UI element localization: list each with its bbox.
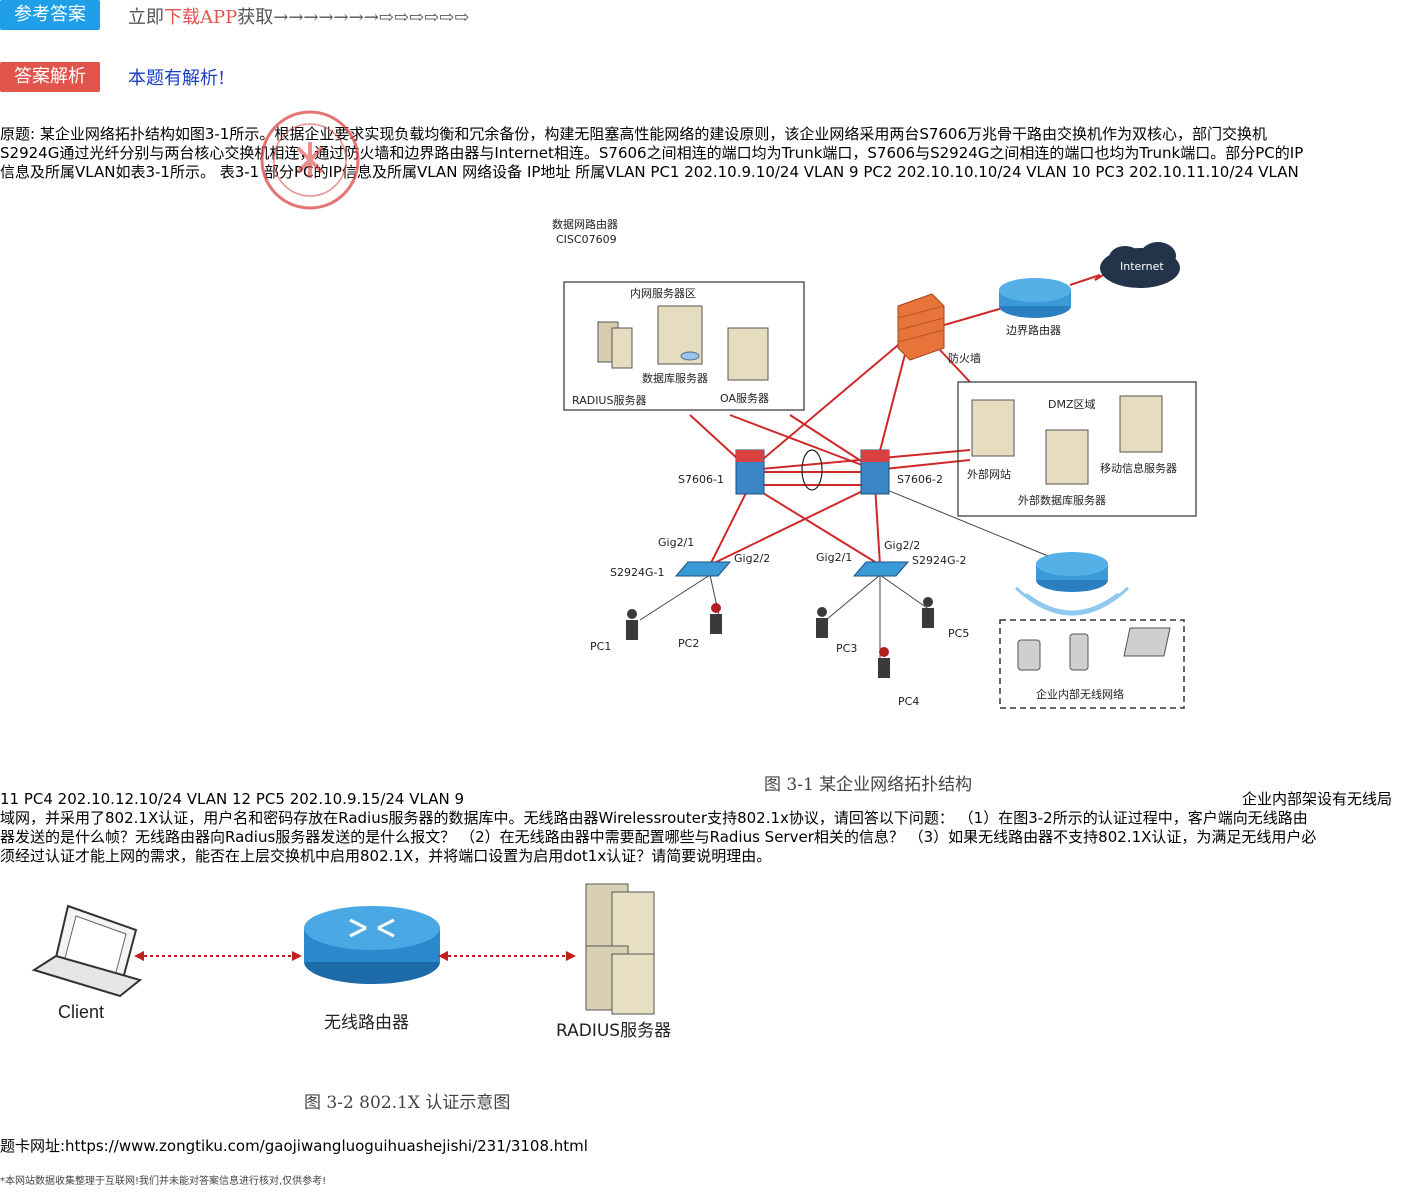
question-url[interactable]: 题卡网址:https://www.zongtiku.com/gaojiwangl… [0,1137,588,1155]
router-label: 无线路由器 [324,1013,409,1033]
dmz-zone-box [957,381,1197,517]
question-line-4a: 11 PC4 202.10.12.10/24 VLAN 12 PC5 202.1… [0,790,465,808]
disclaimer: *本网站数据收集整理于互联网!我们并未能对答案信息进行核对,仅供参考! [0,1176,327,1187]
gig22-left-label: Gig2/2 [734,552,770,565]
wireless-devices-icon [1017,627,1171,671]
core-switch-1-label: S7606-1 [678,473,724,486]
external-database-server-icon [1045,429,1089,485]
answer-button[interactable]: 参考答案 [0,0,100,30]
external-database-label: 外部数据库服务器 [1018,493,1106,507]
question-line-6: 器发送的是什么帧？无线路由器向Radius服务器发送的是什么报文？ （2）在无线… [0,828,1317,846]
question-line-5: 域网，并采用了802.1X认证，用户名和密码存放在Radius服务器的数据库中。… [0,809,1308,827]
radius-server-label: RADIUS服务器 [572,394,646,407]
mobile-info-server-label: 移动信息服务器 [1100,461,1177,475]
external-website-server-icon [971,399,1015,457]
oa-server-label: OA服务器 [720,392,769,405]
wireless-network-box [999,619,1185,709]
pc-users [626,597,934,678]
access-links [639,484,1071,660]
trunk-bundle-ellipse [801,449,823,491]
wireless-router-icon [1014,552,1130,616]
question-line-7: 须经过认证才能上网的需求，能否在上层交换机中启用802.1X，并将端口设置为启用… [0,847,772,865]
pc3-label: PC3 [836,642,857,655]
question-line-2: S2924G通过光纤分别与两台核心交换机相连，通过防火墙和边界路由器与Inter… [0,144,1304,162]
access-switch-1-label: S2924G-1 [610,566,664,579]
question-line-3: 信息及所属VLAN如表3-1所示。 表3-1 部分PC的IP信息及所属VLAN … [0,163,1299,181]
figure-3-2-caption: 图 3-2 802.1X 认证示意图 [304,1093,511,1113]
analysis-button[interactable]: 答案解析 [0,62,100,92]
firewall-label: 防火墙 [948,351,981,365]
figure-3-1-caption: 图 3-1 某企业网络拓扑结构 [764,775,973,795]
topology-diagram: 数据网路由器 CISC07609 内网服务器区 RADIUS服务器 数据库服务器… [552,217,1197,709]
core-switch-2-label: S7606-2 [897,473,943,486]
intranet-zone-box [563,281,805,411]
core-router-label: 数据网路由器 [552,217,618,231]
question-line-4b: 企业内部架设有无线局 [1242,790,1393,808]
internet-label: Internet [1120,260,1164,273]
border-router-label: 边界路由器 [1006,323,1061,337]
pc2-label: PC2 [678,637,699,650]
question-line-1: 原题: 某企业网络拓扑结构如图3-1所示。根据企业要求实现负载均衡和冗余备份，构… [0,125,1268,143]
dmz-zone-label: DMZ区域 [1048,398,1096,411]
radius-label: RADIUS服务器 [556,1021,671,1041]
analysis-link[interactable]: 本题有解析! [128,68,226,89]
access-switch-1-icon [674,561,732,577]
download-app-promo[interactable]: 立即下载APP获取→→→→→→→⇨⇨⇨⇨⇨⇨ [128,3,469,29]
access-switch-2-icon [852,561,910,577]
core-router-model: CISC07609 [556,233,617,246]
access-switch-2-label: S2924G-2 [912,554,966,567]
database-server-icon [657,305,703,365]
radius-server-icon [597,321,633,369]
gig22-right-label: Gig2/2 [884,539,920,552]
laptop-client-icon [31,904,143,998]
promo-prefix: 立即 [128,7,164,28]
external-website-label: 外部网站 [967,467,1011,481]
client-label: Client [58,1002,104,1022]
radius-server-rack-icon [585,883,655,1015]
core-switch-1-icon [735,449,765,495]
internet-cloud-icon [1100,242,1180,288]
mobile-info-server-icon [1119,395,1163,453]
watermark-stamp [260,110,360,210]
auth-diagram: Client 无线路由器 RADIUS服务器 [31,883,671,1041]
pc1-label: PC1 [590,640,611,653]
border-router-icon [999,278,1071,318]
wireless-router-icon-2 [304,906,440,984]
pc5-label: PC5 [948,627,969,640]
database-server-label: 数据库服务器 [642,371,708,385]
core-switch-2-icon [860,449,890,495]
wireless-network-label: 企业内部无线网络 [1036,687,1124,701]
pc4-label: PC4 [898,695,919,708]
intranet-zone-label: 内网服务器区 [630,286,696,300]
oa-server-icon [727,327,769,381]
gig21-right-label: Gig2/1 [816,551,852,564]
promo-download-link[interactable]: 下载APP [164,7,238,28]
firewall-icon [897,293,945,361]
gig21-left-label: Gig2/1 [658,536,694,549]
promo-suffix: 获取→→→→→→→⇨⇨⇨⇨⇨⇨ [237,7,470,28]
